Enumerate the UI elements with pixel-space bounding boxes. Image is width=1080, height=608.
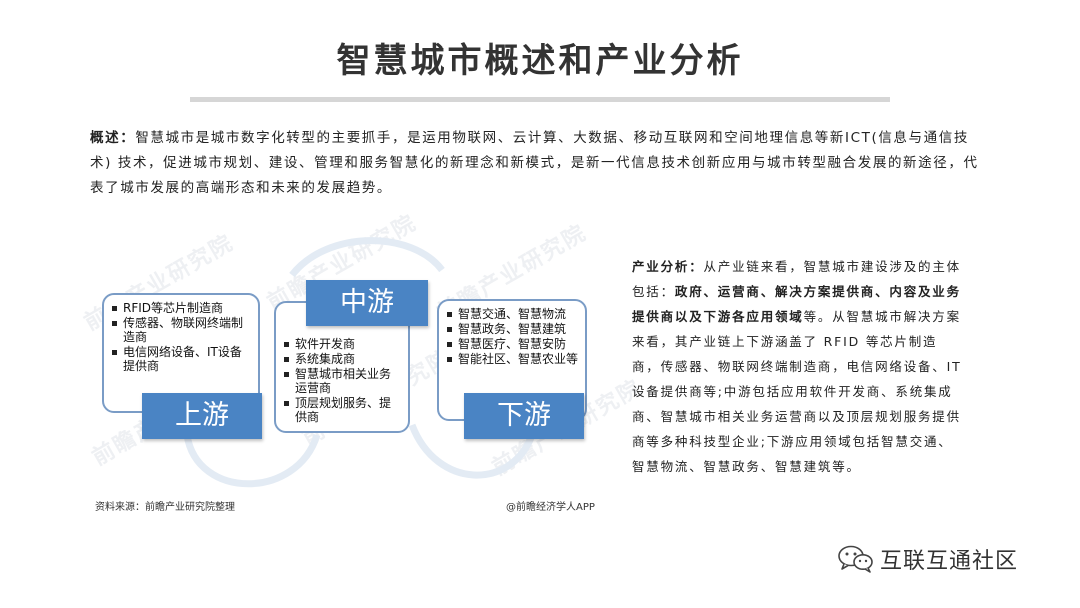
wechat-icon <box>838 545 874 573</box>
midstream-label: 中游 <box>306 280 428 326</box>
flow-arc-mid-down-bottom <box>408 423 536 479</box>
brand-label: 互联互通社区 <box>880 549 1019 574</box>
downstream-item: 智慧医疗、智慧安防 <box>447 337 579 351</box>
overview-text: 智慧城市是城市数字化转型的主要抓手，是运用物联网、云计算、大数据、移动互联网和空… <box>90 130 979 196</box>
upstream-label: 上游 <box>142 393 262 439</box>
analysis-lead: 产业分析： <box>632 259 704 274</box>
analysis-paragraph: 产业分析：从产业链来看，智慧城市建设涉及的主体包括：政府、运营商、解决方案提供商… <box>632 254 962 479</box>
figure-brand: @前瞻经济学人APP <box>506 502 595 513</box>
downstream-item: 智慧政务、智慧建筑 <box>447 322 579 336</box>
overview-lead: 概述： <box>90 130 136 146</box>
midstream-item: 智慧城市相关业务运营商 <box>284 367 402 395</box>
title-divider <box>190 97 890 102</box>
figure-source: 资料来源：前瞻产业研究院整理 <box>95 502 235 513</box>
analysis-text-2: 等。从智慧城市解决方案来看，其产业链上下游涵盖了 RFID 等芯片制造商，传感器… <box>632 309 962 474</box>
upstream-item: 传感器、物联网终端制造商 <box>112 316 252 344</box>
upstream-box: RFID等芯片制造商 传感器、物联网终端制造商 电信网络设备、IT设备提供商 <box>102 293 260 413</box>
brand-footer: 互联互通社区 <box>838 544 1018 574</box>
downstream-item: 智能社区、智慧农业等 <box>447 352 579 366</box>
downstream-box: 智慧交通、智慧物流 智慧政务、智慧建筑 智慧医疗、智慧安防 智能社区、智慧农业等 <box>437 299 587 421</box>
flow-arc-mid-down-top <box>289 237 445 278</box>
page-title: 智慧城市概述和产业分析 <box>336 41 744 81</box>
upstream-item: 电信网络设备、IT设备提供商 <box>112 345 252 373</box>
analysis-text-1: 从产业链来看，智慧城市建设涉及的主体包括： <box>632 259 961 299</box>
midstream-item: 顶层规划服务、提供商 <box>284 396 402 424</box>
upstream-item: RFID等芯片制造商 <box>112 301 252 315</box>
flow-arcs <box>183 237 536 488</box>
midstream-item: 软件开发商 <box>284 337 402 351</box>
overview-paragraph: 概述：智慧城市是城市数字化转型的主要抓手，是运用物联网、云计算、大数据、移动互联… <box>90 126 990 201</box>
downstream-item: 智慧交通、智慧物流 <box>447 307 579 321</box>
flow-arc-up-mid <box>183 433 321 488</box>
analysis-bold-text: 政府、运营商、解决方案提供商、内容及业务提供商以及下游各应用领域 <box>632 284 961 324</box>
industry-chain-figure: 前瞻产业研究院 前瞻产业研究院 前瞻产业研究院 前瞻产业研究院 前瞻产业研究院 … <box>80 210 646 515</box>
downstream-label: 下游 <box>464 393 584 439</box>
midstream-item: 系统集成商 <box>284 352 402 366</box>
